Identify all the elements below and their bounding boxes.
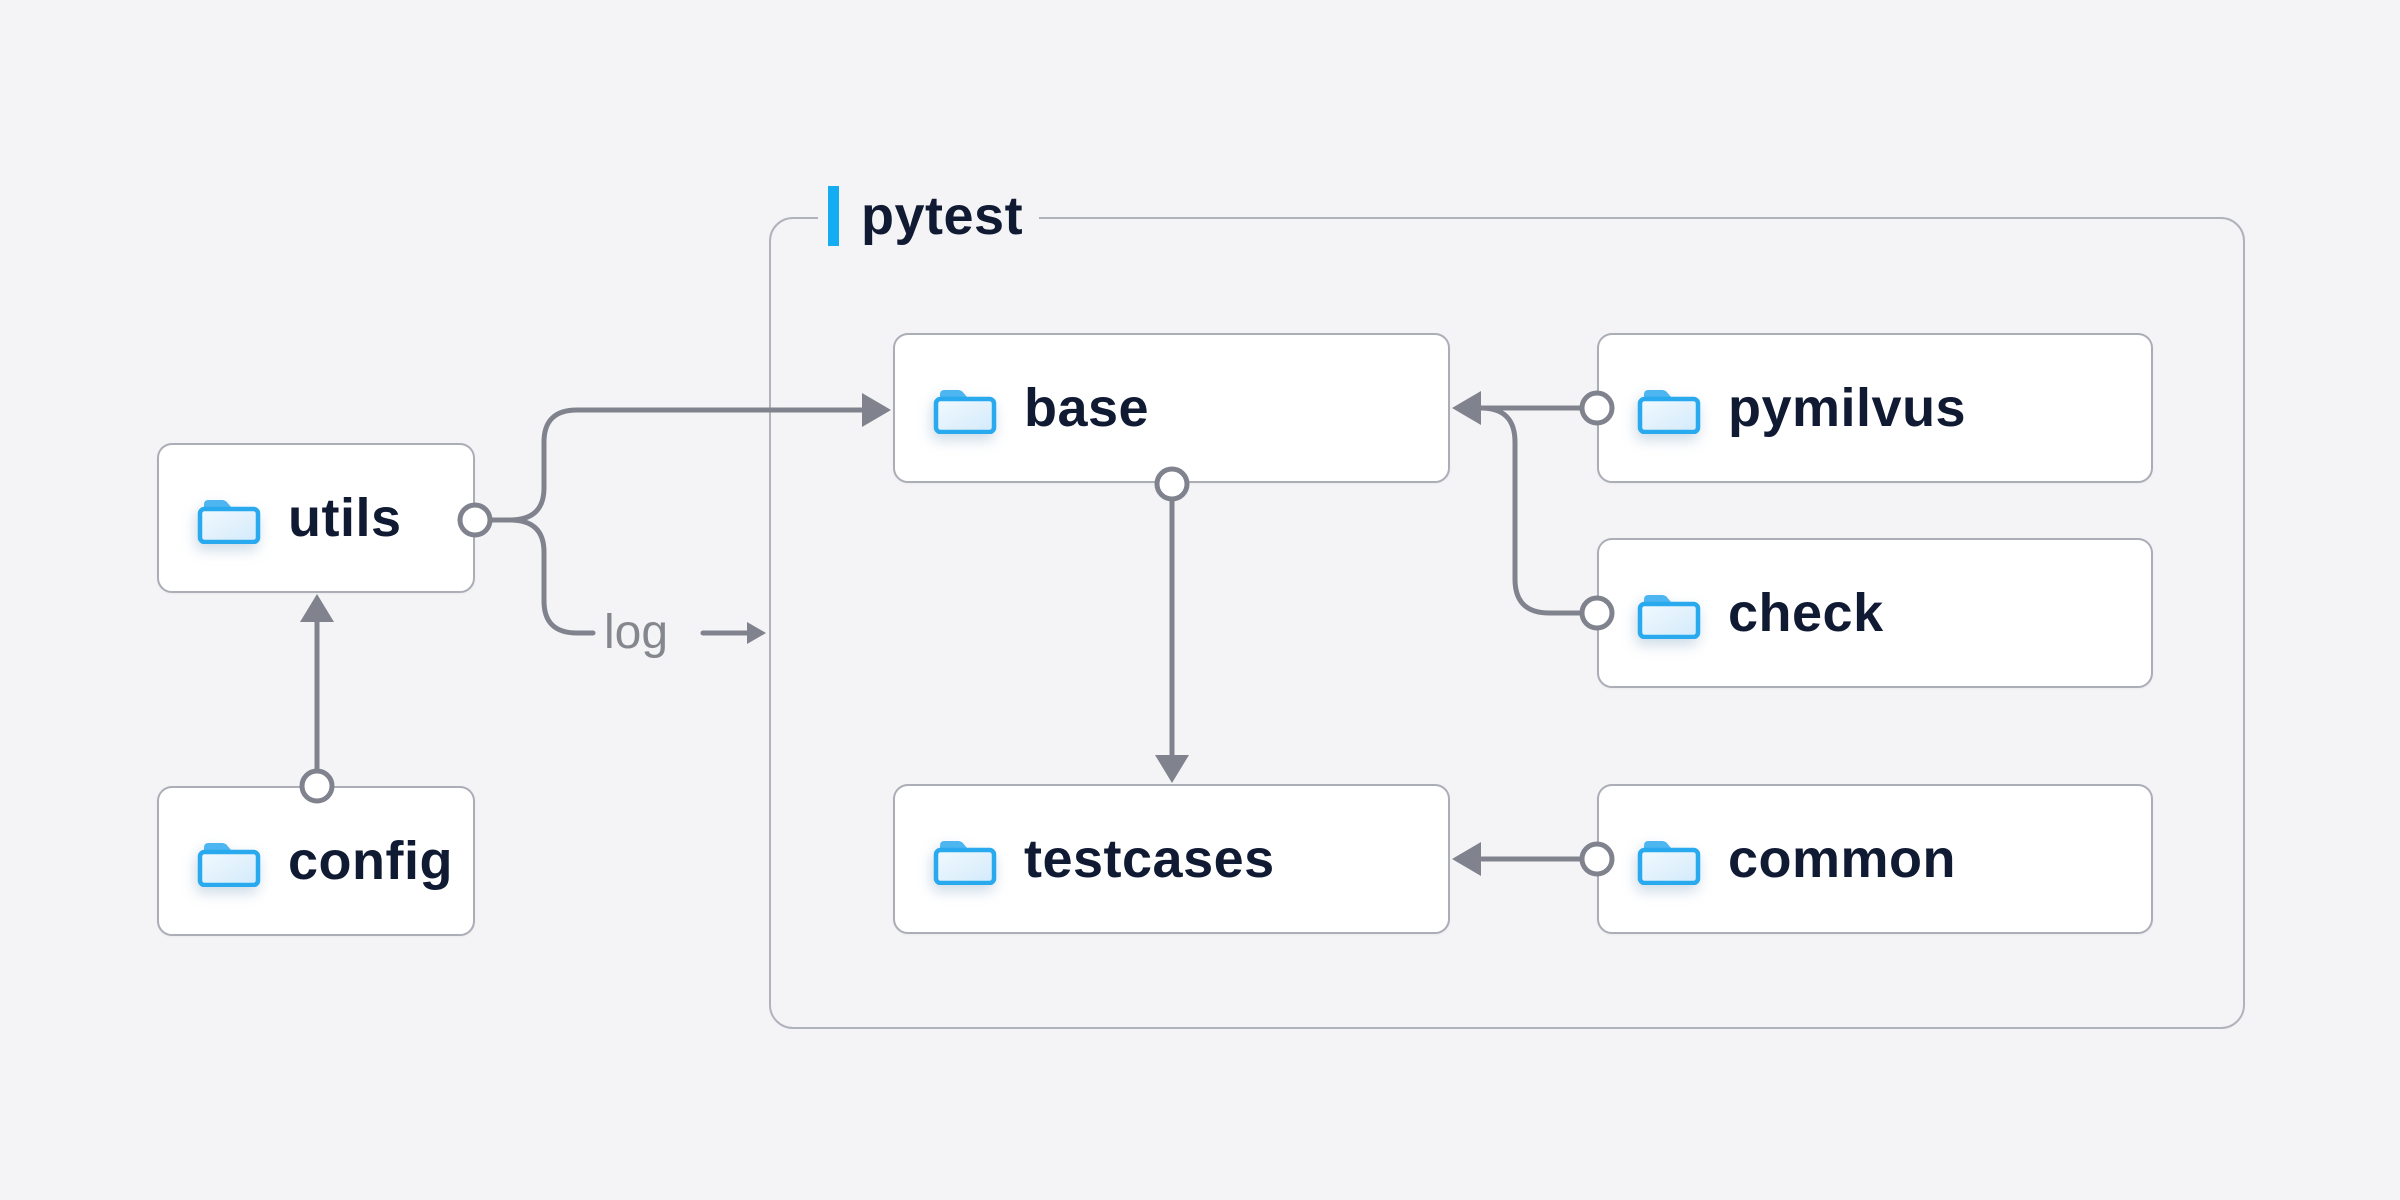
node-label: config bbox=[288, 831, 453, 891]
arrowhead-right-small-icon bbox=[747, 622, 766, 644]
node-pymilvus: pymilvus bbox=[1597, 333, 2153, 483]
folder-icon bbox=[933, 382, 997, 434]
folder-icon bbox=[197, 492, 261, 544]
node-label: utils bbox=[288, 488, 402, 548]
node-label: testcases bbox=[1024, 829, 1275, 889]
node-config: config bbox=[157, 786, 475, 936]
pytest-group-title: pytest bbox=[861, 186, 1024, 246]
edge-label-log: log bbox=[604, 606, 669, 659]
folder-icon bbox=[1637, 382, 1701, 434]
pytest-group-container bbox=[769, 217, 2245, 1029]
node-base: base bbox=[893, 333, 1450, 483]
folder-icon bbox=[933, 833, 997, 885]
pytest-group-label: pytest bbox=[818, 186, 1040, 246]
folder-icon bbox=[197, 835, 261, 887]
node-label: base bbox=[1024, 378, 1150, 438]
node-check: check bbox=[1597, 538, 2153, 688]
node-label: check bbox=[1728, 583, 1884, 643]
folder-icon bbox=[1637, 587, 1701, 639]
node-testcases: testcases bbox=[893, 784, 1450, 934]
accent-bar-icon bbox=[828, 186, 839, 246]
arrowhead-up-icon bbox=[300, 594, 334, 622]
folder-icon bbox=[1637, 833, 1701, 885]
edge-utils-log bbox=[507, 517, 596, 636]
node-label: common bbox=[1728, 829, 1957, 889]
node-label: pymilvus bbox=[1728, 378, 1967, 438]
node-utils: utils bbox=[157, 443, 475, 593]
node-common: common bbox=[1597, 784, 2153, 934]
